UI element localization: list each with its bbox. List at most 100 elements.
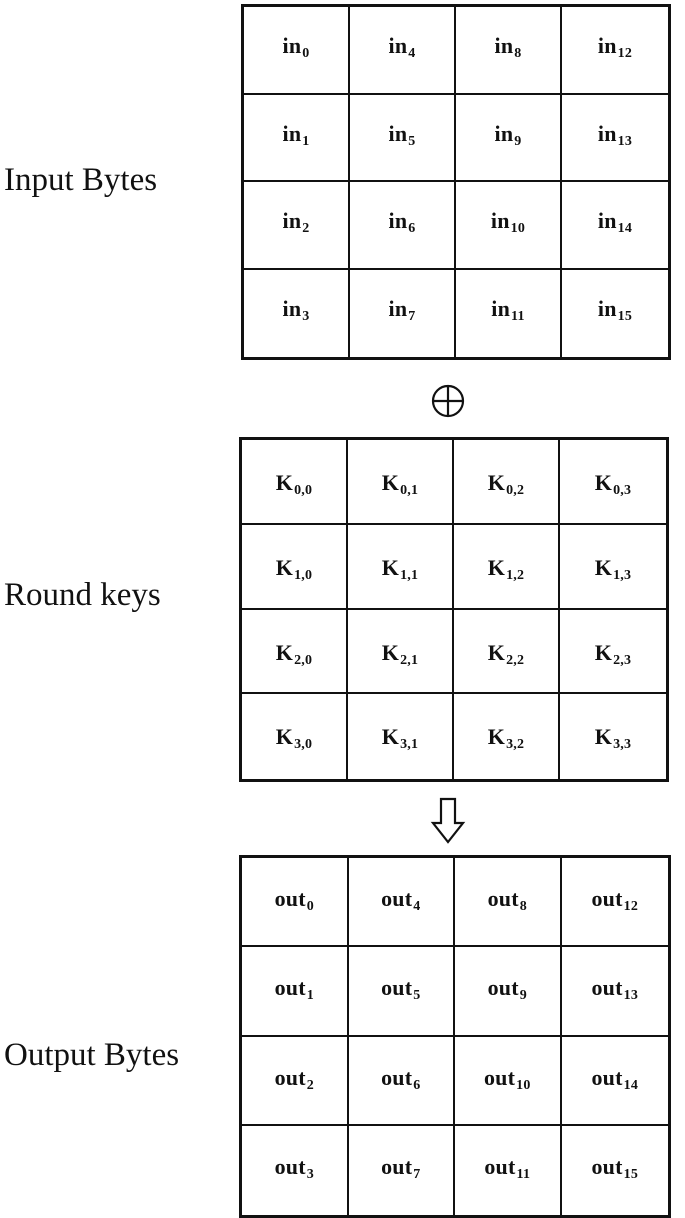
- cell-label: K3,0: [275, 724, 313, 753]
- grid-cell: out1: [242, 947, 349, 1037]
- grid-cell: K1,1: [348, 524, 454, 610]
- cell-label: K0,1: [381, 470, 419, 498]
- grid-cell: K0,0: [242, 440, 348, 525]
- cell-label: in2: [282, 208, 310, 236]
- grid-cell: K3,1: [348, 694, 454, 779]
- grid-cell: in15: [562, 270, 668, 358]
- grid-cell: K3,3: [560, 694, 666, 779]
- grid-cell: in6: [350, 182, 456, 270]
- grid-cell: in3: [244, 269, 350, 357]
- cell-label: in12: [597, 33, 633, 61]
- cell-label: out3: [274, 1153, 314, 1182]
- cell-label: in7: [388, 295, 416, 324]
- grid-cell: K2,1: [348, 609, 454, 695]
- cell-label: out6: [381, 1064, 421, 1093]
- grid-cell: K0,1: [348, 440, 454, 525]
- cell-label: K1,2: [487, 554, 525, 583]
- cell-label: out0: [274, 886, 314, 914]
- cell-label: in13: [597, 120, 633, 149]
- grid-cell: out3: [242, 1125, 349, 1215]
- grid-cell: K1,0: [242, 524, 348, 610]
- xor-icon: [431, 384, 465, 418]
- cell-label: K3,2: [487, 724, 525, 753]
- grid-cell: out7: [349, 1125, 455, 1215]
- output-bytes-label: Output Bytes: [4, 1037, 180, 1073]
- grid-cell: in13: [562, 95, 668, 182]
- cell-label: K0,3: [594, 470, 632, 498]
- cell-label: in6: [388, 208, 416, 236]
- cell-label: in5: [388, 120, 416, 149]
- input-bytes-label: Input Bytes: [4, 162, 158, 198]
- grid-cell: out2: [242, 1036, 349, 1126]
- down-arrow-icon: [428, 796, 468, 846]
- grid-cell: in5: [350, 94, 456, 182]
- cell-label: out15: [591, 1153, 639, 1182]
- grid-cell: out15: [562, 1126, 669, 1215]
- cell-label: out1: [274, 975, 314, 1004]
- cell-label: in10: [490, 208, 526, 236]
- cell-label: in9: [494, 120, 522, 149]
- cell-label: out11: [484, 1153, 531, 1182]
- cell-label: out13: [591, 975, 639, 1004]
- grid-cell: K0,3: [560, 440, 666, 525]
- cell-label: in4: [388, 33, 416, 61]
- cell-label: out8: [487, 886, 527, 914]
- grid-cell: in2: [244, 182, 350, 270]
- cell-label: in15: [597, 295, 633, 324]
- grid-cell: out5: [348, 947, 455, 1037]
- cell-label: in11: [491, 295, 525, 324]
- cell-label: out12: [591, 886, 639, 914]
- cell-label: K2,1: [381, 639, 419, 668]
- cell-label: K2,2: [487, 639, 525, 668]
- grid-cell: in12: [562, 7, 668, 95]
- grid-cell: in10: [456, 182, 562, 270]
- cell-label: in1: [282, 120, 310, 149]
- cell-label: out2: [274, 1064, 314, 1093]
- grid-cell: K1,3: [560, 525, 666, 610]
- cell-label: K1,0: [275, 554, 313, 583]
- cell-label: in8: [494, 33, 522, 61]
- grid-cell: in7: [350, 269, 456, 357]
- grid-cell: in4: [350, 7, 456, 95]
- grid-cell: in14: [562, 182, 668, 270]
- grid-cell: out11: [455, 1125, 562, 1215]
- cell-label: in14: [597, 208, 633, 236]
- xor-symbol: [428, 381, 468, 421]
- grid-cell: out10: [455, 1036, 562, 1126]
- grid-cell: out13: [561, 947, 668, 1037]
- grid-cell: K1,2: [454, 524, 560, 610]
- grid-cell: out6: [348, 1036, 455, 1126]
- cell-label: out9: [487, 975, 527, 1004]
- cell-label: K2,0: [275, 639, 313, 668]
- round-keys-label: Round keys: [4, 577, 161, 613]
- cell-label: out10: [483, 1064, 531, 1093]
- cell-label: out7: [381, 1153, 421, 1182]
- cell-label: K0,2: [487, 470, 525, 498]
- cell-label: K3,3: [594, 724, 632, 753]
- grid-cell: in11: [456, 269, 562, 357]
- grid-cell: in0: [244, 7, 350, 95]
- grid-cell: out12: [561, 858, 668, 948]
- cell-label: K0,0: [275, 470, 313, 498]
- cell-label: K1,3: [594, 554, 632, 583]
- grid-cell: out8: [455, 858, 562, 948]
- grid-cell: out4: [348, 858, 455, 948]
- grid-cell: K3,0: [242, 694, 348, 779]
- cell-label: out5: [381, 975, 421, 1004]
- grid-cell: out9: [455, 947, 562, 1037]
- grid-cell: K3,2: [454, 694, 560, 779]
- grid-cell: out0: [242, 858, 349, 948]
- grid-cell: in8: [456, 7, 562, 95]
- cell-label: K3,1: [381, 724, 419, 753]
- grid-cell: K2,3: [560, 610, 666, 695]
- grid-cell: in9: [456, 94, 562, 182]
- grid-cell: out14: [561, 1037, 668, 1126]
- input-bytes-grid: in0 in4 in8 in12 in1 in5 in9 in13 in2 in6 in10 in14…: [241, 4, 671, 360]
- cell-label: out4: [381, 886, 421, 914]
- cell-label: in0: [282, 33, 310, 61]
- grid-cell: K0,2: [454, 440, 560, 525]
- grid-cell: K2,0: [242, 609, 348, 695]
- grid-cell: in1: [244, 94, 350, 182]
- output-bytes-grid: out0 out4 out8 out12 out1 out5 out9 out13 out2 ou…: [239, 855, 671, 1218]
- cell-label: out14: [591, 1064, 639, 1093]
